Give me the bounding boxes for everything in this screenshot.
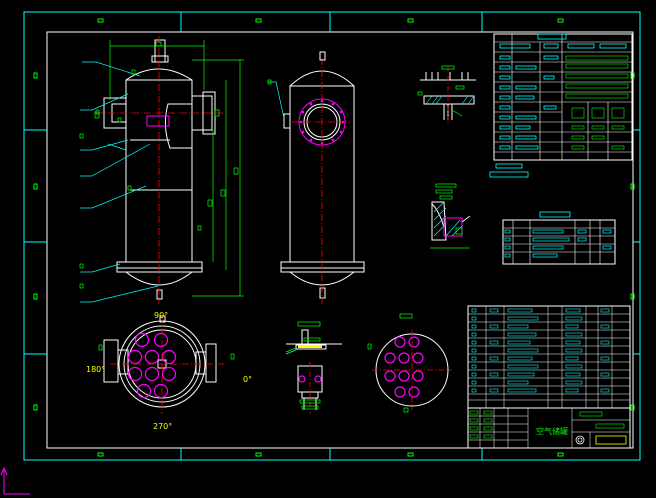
front-elevation-dimensions [94, 40, 244, 297]
ucs-icon [0, 466, 30, 495]
top-plan-centerlines [110, 316, 224, 414]
title-block[interactable]: 空气储罐 [467, 407, 631, 449]
angle-label-bottom: 270° [153, 422, 172, 431]
drawing-title: 空气储罐 [536, 426, 568, 436]
tube-sheet-holes [384, 336, 424, 398]
nozzle-schedule-table[interactable] [502, 211, 616, 265]
tube-bundle [127, 332, 177, 399]
support-detail-view[interactable] [285, 321, 342, 414]
technical-data-table[interactable] [489, 33, 633, 178]
top-plan-view[interactable]: 90° 180° 0° 270° [86, 311, 252, 431]
parts-list-table[interactable] [467, 305, 631, 409]
drawing-border [23, 11, 641, 461]
front-elevation-leaders [80, 61, 159, 303]
weld-section-detail[interactable] [430, 183, 471, 249]
angle-label-top: 90° [154, 311, 168, 320]
side-elevation-view[interactable] [267, 51, 365, 304]
side-elevation-centerlines [292, 58, 352, 304]
projection-symbol-icon [575, 435, 585, 445]
front-elevation-balloons [79, 69, 202, 289]
front-elevation-centerlines [96, 36, 224, 304]
zone-markers [33, 18, 635, 457]
tube-sheet-view[interactable] [367, 313, 452, 413]
angle-label-right: 0° [243, 375, 252, 384]
front-elevation-view[interactable] [79, 36, 244, 304]
nozzle-section-detail[interactable] [417, 65, 476, 124]
angle-label-left: 180° [86, 365, 105, 374]
